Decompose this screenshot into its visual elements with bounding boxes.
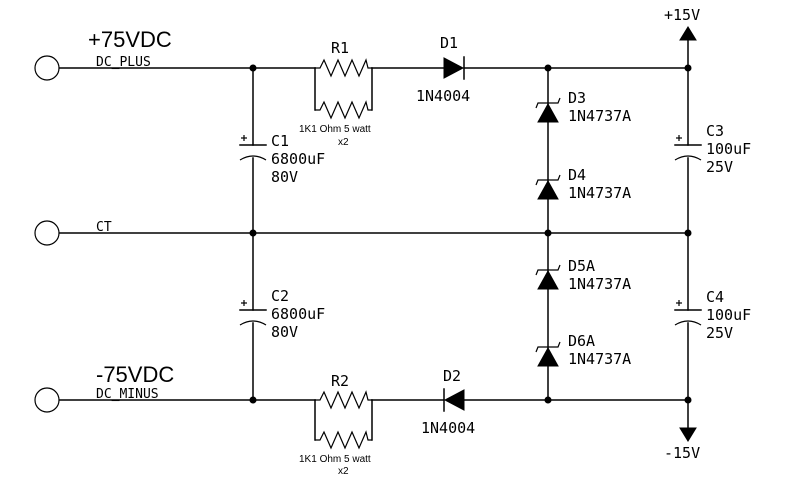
- d1-part: 1N4004: [416, 87, 470, 105]
- d4-part: 1N4737A: [568, 184, 631, 202]
- d4-ref: D4: [568, 166, 586, 184]
- r1-value: 1K1 Ohm 5 watt: [299, 124, 371, 135]
- c1-value: 6800uF: [271, 150, 325, 168]
- d1-ref: D1: [440, 34, 458, 52]
- capacitor-c2: [239, 300, 267, 326]
- dc-minus-terminal: [34, 387, 60, 413]
- r1-ref: R1: [331, 39, 349, 57]
- c4-ref: C4: [706, 288, 724, 306]
- r2-qty: x2: [338, 466, 349, 477]
- negative-rail-label: -15V: [664, 444, 700, 462]
- dc-plus-terminal: [34, 55, 60, 81]
- d2-part: 1N4004: [421, 419, 475, 437]
- ct-net-label: CT: [96, 220, 112, 235]
- zener-d3: [535, 97, 561, 123]
- c4-value: 100uF: [706, 306, 751, 324]
- capacitor-c1: [239, 135, 267, 161]
- d6a-ref: D6A: [568, 332, 595, 350]
- d3-ref: D3: [568, 89, 586, 107]
- capacitor-c3: [674, 135, 702, 161]
- capacitor-c4: [674, 300, 702, 326]
- r2-ref: R2: [331, 372, 349, 390]
- dc-plus-net-label: DC_PLUS: [96, 55, 151, 70]
- diode-d1: [443, 56, 465, 80]
- positive-rail-arrow-icon: [679, 26, 697, 41]
- d2-ref: D2: [443, 367, 461, 385]
- d3-part: 1N4737A: [568, 107, 631, 125]
- c2-voltage: 80V: [271, 323, 298, 341]
- c4-voltage: 25V: [706, 324, 733, 342]
- c3-ref: C3: [706, 122, 724, 140]
- zener-d4: [535, 174, 561, 200]
- positive-rail-label: +15V: [664, 6, 700, 24]
- ct-terminal: [34, 220, 60, 246]
- d6a-part: 1N4737A: [568, 350, 631, 368]
- zener-d5a: [535, 264, 561, 290]
- d5a-part: 1N4737A: [568, 275, 631, 293]
- zener-d6a: [535, 341, 561, 367]
- c2-value: 6800uF: [271, 305, 325, 323]
- minus-voltage-label: -75VDC: [96, 362, 174, 387]
- resistor-r2: [315, 390, 372, 450]
- r2-value: 1K1 Ohm 5 watt: [299, 454, 371, 465]
- resistor-r1: [315, 58, 372, 120]
- r1-qty: x2: [338, 137, 349, 148]
- negative-rail-arrow-icon: [679, 427, 697, 442]
- c3-voltage: 25V: [706, 158, 733, 176]
- d5a-ref: D5A: [568, 257, 595, 275]
- diode-d2: [443, 388, 465, 412]
- c1-voltage: 80V: [271, 168, 298, 186]
- dc-minus-net-label: DC_MINUS: [96, 387, 159, 402]
- junction-dots: [249, 64, 692, 404]
- plus-voltage-label: +75VDC: [88, 27, 172, 52]
- c2-ref: C2: [271, 287, 289, 305]
- c3-value: 100uF: [706, 140, 751, 158]
- c1-ref: C1: [271, 132, 289, 150]
